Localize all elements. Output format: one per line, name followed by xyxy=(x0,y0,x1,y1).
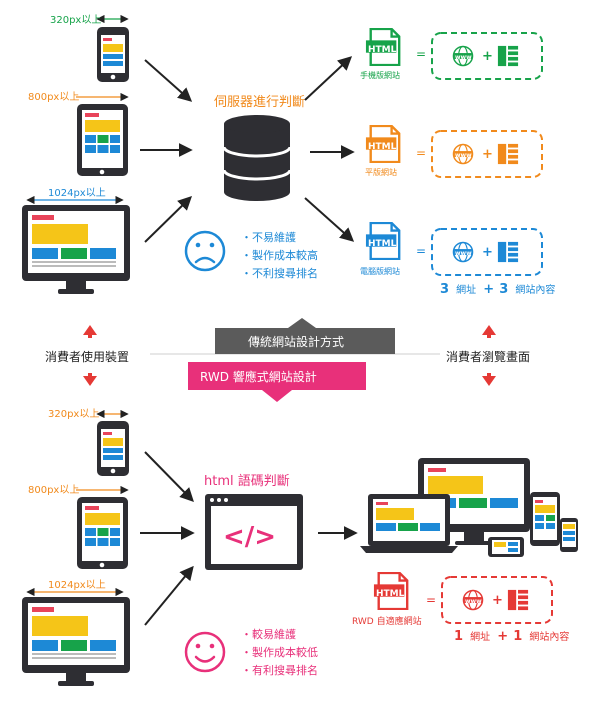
left-caption: 消費者使用裝置 xyxy=(45,349,129,364)
site-content-box xyxy=(441,576,553,624)
code-window-icon: </> xyxy=(205,494,303,570)
url-count: 1 xyxy=(454,629,463,644)
code-symbol-icon: </> xyxy=(223,522,276,552)
up-arrow-icon xyxy=(482,325,496,335)
device-size-label: 1024px以上 xyxy=(48,187,106,199)
device-size-label: 320px以上 xyxy=(48,408,99,420)
device-to-code-arrows xyxy=(140,451,195,626)
list-item: 製作成本較低 xyxy=(252,645,318,659)
content-label: 網站內容 xyxy=(515,283,555,296)
site-label: 平版網站 xyxy=(365,167,397,177)
device-size-label: 800px以上 xyxy=(28,91,79,103)
phone-device: 320px以上 xyxy=(50,14,129,82)
site-content-box xyxy=(431,32,543,80)
device-size-label: 800px以上 xyxy=(28,484,79,496)
list-bullet: ・ xyxy=(241,646,252,659)
cons-list: ・ 不易維護 ・ 製作成本較高 ・ 不利搜尋排名 xyxy=(241,230,318,280)
responsive-devices-illustration xyxy=(360,458,578,557)
rwd-site-row: HTML RWD 自適應網站 = www + xyxy=(352,572,553,627)
svg-text:1 網址 + 1: 1 網址 + 1 網站內容 xyxy=(454,625,569,644)
content-count: 3 xyxy=(499,282,508,297)
equals-sign: = xyxy=(416,146,426,160)
content-layout-icon xyxy=(497,45,519,67)
traditional-title: 傳統網站設計方式 xyxy=(248,334,344,349)
content-layout-icon xyxy=(497,241,519,263)
desktop-device: 1024px以上 xyxy=(22,187,130,294)
traditional-banner xyxy=(215,328,395,354)
html-badge: HTML xyxy=(368,45,397,55)
list-bullet: ・ xyxy=(241,231,252,244)
list-item: 不利搜尋排名 xyxy=(252,266,318,280)
list-item: 較易維護 xyxy=(252,627,296,641)
tablet-device: 800px以上 xyxy=(28,91,129,176)
plus-sign: + xyxy=(492,593,503,608)
list-bullet: ・ xyxy=(241,249,252,262)
pros-list: ・ 較易維護 ・ 製作成本較低 ・ 有利搜尋排名 xyxy=(241,627,318,677)
site-label: 手機版網站 xyxy=(360,70,400,80)
rwd-banner xyxy=(188,362,366,390)
device-to-server-arrows xyxy=(140,59,193,243)
url-label: 網址 xyxy=(470,630,490,643)
site-label: RWD 自適應網站 xyxy=(352,615,422,627)
site-content-box xyxy=(431,228,543,276)
server-to-site-arrows xyxy=(304,56,355,242)
tablet-site-row: HTML 平版網站 = www + xyxy=(365,125,543,178)
equals-sign: = xyxy=(426,593,436,607)
list-item: 不易維護 xyxy=(252,230,296,244)
rwd-summary: 1 網址 + 1 網站內容 xyxy=(454,625,569,644)
device-size-label: 320px以上 xyxy=(50,14,101,26)
happy-face-icon xyxy=(184,631,226,673)
desktop-site-row: HTML 電腦版網站 = www + xyxy=(360,222,543,276)
www-text: www xyxy=(455,152,472,159)
list-item: 有利搜尋排名 xyxy=(252,663,318,677)
down-arrow-icon xyxy=(83,376,97,386)
rwd-title: RWD 響應式網站設計 xyxy=(200,369,317,384)
mobile-site-row: HTML 手機版網站 = www + xyxy=(360,28,543,80)
equals-sign: = xyxy=(416,47,426,61)
up-arrow-icon xyxy=(83,325,97,335)
phone-device: 320px以上 xyxy=(48,408,129,476)
server-database-icon xyxy=(222,115,292,201)
site-content-box xyxy=(431,130,543,178)
plus-sign: + xyxy=(482,147,493,162)
site-label: 電腦版網站 xyxy=(360,266,400,276)
right-caption: 消費者瀏覽畫面 xyxy=(446,349,530,364)
divider-section: 消費者使用裝置 消費者瀏覽畫面 傳統網站設計方式 RWD 響應式網站設計 xyxy=(45,318,530,402)
list-bullet: ・ xyxy=(241,628,252,641)
traditional-summary: 3 網址 + 3 網站內容 xyxy=(440,278,555,297)
url-count: 3 xyxy=(440,282,449,297)
desktop-device: 1024px以上 xyxy=(22,579,130,686)
content-count: 1 xyxy=(513,629,522,644)
plus-sign: + xyxy=(482,245,493,260)
device-size-label: 1024px以上 xyxy=(48,579,106,591)
tablet-device: 800px以上 xyxy=(28,484,129,569)
html-badge: HTML xyxy=(376,589,405,599)
summary-plus: + xyxy=(483,282,494,297)
summary-plus: + xyxy=(497,629,508,644)
www-text: www xyxy=(455,250,472,257)
html-badge: HTML xyxy=(368,239,397,249)
equals-sign: = xyxy=(416,244,426,258)
list-item: 製作成本較高 xyxy=(252,248,318,262)
html-badge: HTML xyxy=(368,142,397,152)
list-bullet: ・ xyxy=(241,267,252,280)
down-arrow-icon xyxy=(482,376,496,386)
www-text: www xyxy=(455,54,472,61)
url-label: 網址 xyxy=(456,283,476,296)
content-layout-icon xyxy=(507,589,529,611)
plus-sign: + xyxy=(482,49,493,64)
www-text: www xyxy=(465,598,482,605)
content-layout-icon xyxy=(497,143,519,165)
list-bullet: ・ xyxy=(241,664,252,677)
sad-face-icon xyxy=(184,230,226,272)
svg-text:3 網址 + 3: 3 網址 + 3 網站內容 xyxy=(440,278,555,297)
code-check-label: html 語碼判斷 xyxy=(204,473,290,489)
server-label: 伺服器進行判斷 xyxy=(214,95,305,110)
content-label: 網站內容 xyxy=(529,630,569,643)
